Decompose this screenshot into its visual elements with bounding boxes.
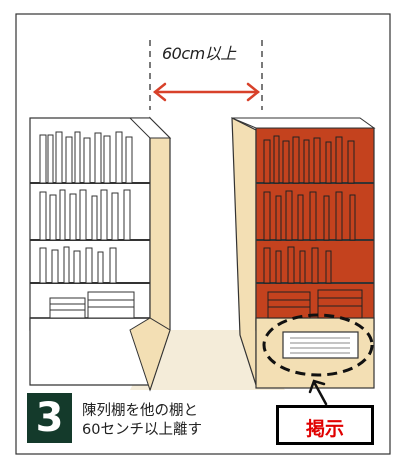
pointer-arrow bbox=[308, 379, 328, 406]
left-shelf bbox=[29, 116, 172, 392]
step-caption: 陳列棚を他の棚と 60センチ以上離す bbox=[82, 402, 202, 440]
border-frame bbox=[15, 13, 391, 455]
caption-line-1: 陳列棚を他の棚と bbox=[82, 403, 198, 419]
notice-label-box: 掲示 bbox=[276, 405, 374, 445]
notice-label: 掲示 bbox=[305, 418, 344, 440]
notice-highlight-ellipse bbox=[262, 313, 374, 377]
step-number-badge: 3 bbox=[27, 393, 72, 443]
distance-label: 60cm以上 bbox=[162, 44, 236, 63]
right-shelf bbox=[231, 117, 376, 389]
distance-arrow bbox=[152, 82, 261, 102]
caption-line-2: 60センチ以上離す bbox=[82, 422, 202, 438]
notice-sign bbox=[282, 331, 359, 359]
